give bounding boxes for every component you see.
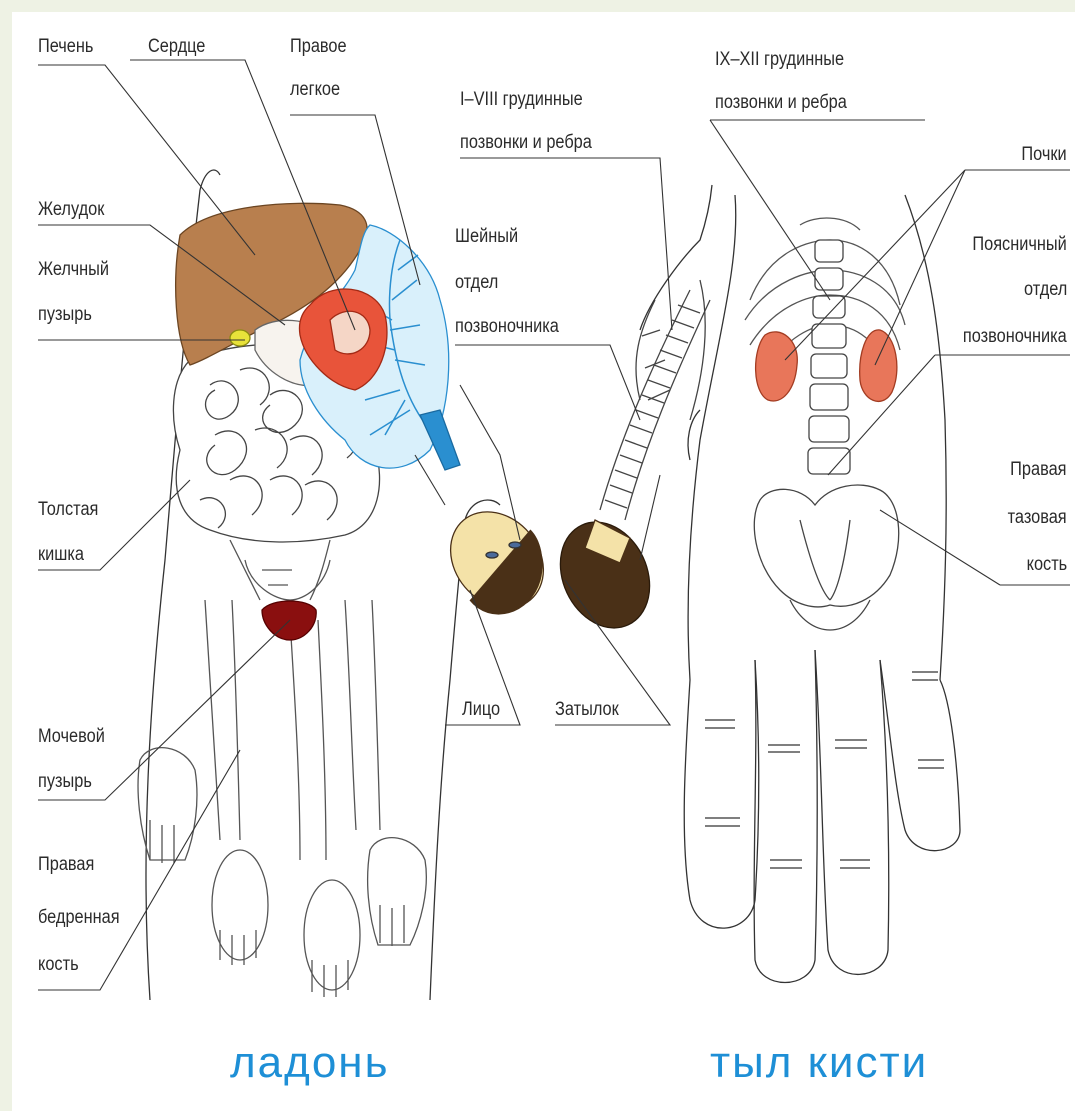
back-spine [808, 240, 850, 474]
label-lumbar-2: отдел [1024, 275, 1067, 304]
label-lumbar-1: Поясничный [973, 230, 1067, 259]
label-thoracic-lower-2: позвонки и ребра [715, 88, 847, 117]
label-heart: Сердце [148, 32, 205, 61]
label-thoracic-lower-1: IX–XII грудинные [715, 45, 844, 74]
label-right-pelvic-1: Правая [1011, 455, 1067, 484]
cervical-spine-drawing [600, 280, 710, 520]
right-kidney-shape [860, 330, 897, 401]
left-kidney-shape [756, 332, 798, 401]
label-right-pelvic-3: кость [1026, 550, 1067, 579]
label-gallbladder-1: Желчный [38, 255, 109, 284]
label-cervical-3: позвоночника [455, 312, 559, 341]
label-right-lung-2: легкое [290, 75, 340, 104]
back-pelvis [754, 485, 898, 630]
label-occiput: Затылок [555, 695, 619, 724]
label-cervical-2: отдел [455, 268, 498, 297]
caption-back-of-hand: тыл кисти [710, 1038, 928, 1088]
label-kidneys: Почки [1022, 140, 1067, 169]
label-right-femur-3: кость [38, 950, 79, 979]
label-cervical-1: Шейный [455, 222, 518, 251]
label-face: Лицо [462, 695, 500, 724]
label-large-intestine-2: кишка [38, 540, 84, 569]
label-gallbladder-2: пузырь [38, 300, 92, 329]
label-liver: Печень [38, 32, 93, 61]
label-thoracic-upper-1: I–VIII грудинные [460, 85, 583, 114]
label-right-femur-2: бедренная [38, 903, 120, 932]
label-lumbar-3: позвоночника [963, 322, 1067, 351]
caption-palm: ладонь [230, 1038, 390, 1088]
label-bladder-1: Мочевой [38, 722, 105, 751]
label-large-intestine-1: Толстая [38, 495, 98, 524]
leader-lines [38, 60, 1070, 990]
label-thoracic-upper-2: позвонки и ребра [460, 128, 592, 157]
label-right-pelvic-2: тазовая [1008, 503, 1067, 532]
face-head [431, 493, 562, 627]
label-right-femur-1: Правая [38, 850, 94, 879]
label-stomach: Желудок [38, 195, 104, 224]
gallbladder-shape [230, 330, 250, 346]
label-right-lung-1: Правое [290, 32, 347, 61]
label-bladder-2: пузырь [38, 767, 92, 796]
